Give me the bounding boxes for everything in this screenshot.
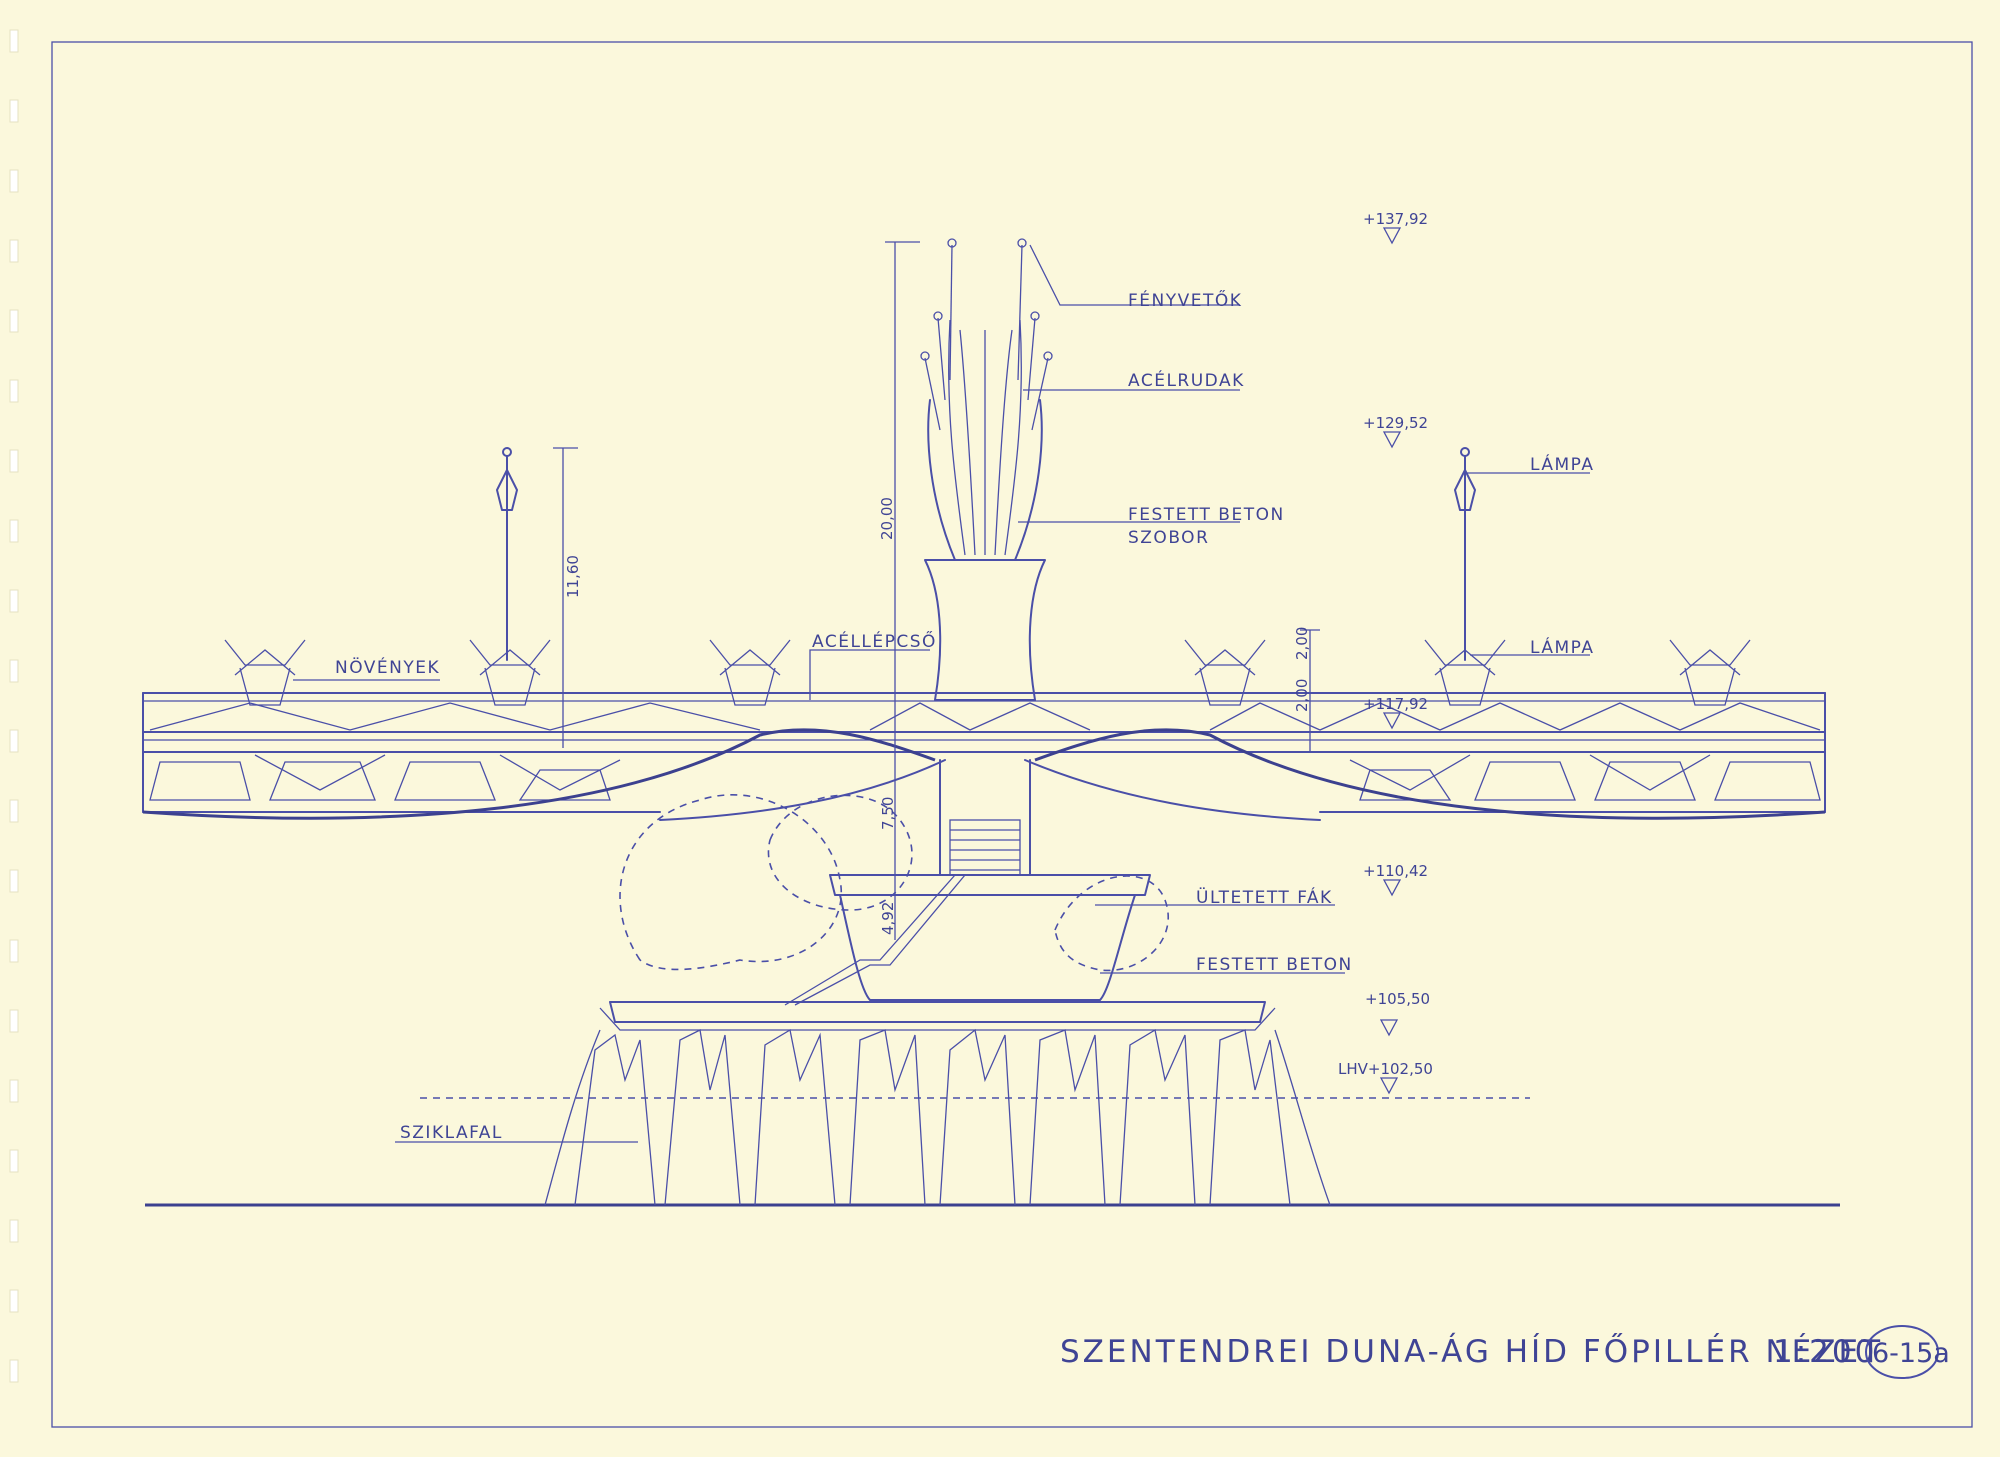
- level-markers: [1379, 227, 1402, 1095]
- planted-trees: [619, 794, 1169, 972]
- level-sculpture: +129,52: [1363, 414, 1428, 432]
- binding-holes: [9, 29, 19, 1383]
- dimension-lines: [553, 241, 1320, 940]
- dim-pier-upper: 7,50: [879, 797, 897, 830]
- sheet-border: [51, 41, 1973, 1428]
- label-festett-beton-2: FESTETT BETON: [1196, 955, 1353, 975]
- label-acellepcso: ACÉLLÉPCSŐ: [812, 630, 937, 652]
- sculpture: [920, 238, 1053, 701]
- label-acelrudak: ACÉLRUDAK: [1128, 369, 1245, 391]
- dim-lamp-height: 11,60: [564, 555, 582, 598]
- label-lampa-top: LÁMPA: [1530, 453, 1594, 475]
- dim-railing-a: 2,00: [1293, 627, 1311, 660]
- drawing-title: SZENTENDREI DUNA-ÁG HÍD FŐPILLÉR NÉZET: [1060, 1333, 1883, 1370]
- sheet-number: 6-15a: [1872, 1338, 1950, 1369]
- level-water: LHV+102,50: [1338, 1060, 1433, 1078]
- level-deck: +117,92: [1363, 695, 1428, 713]
- dim-pier-lower: 4,92: [879, 902, 897, 935]
- level-top: +137,92: [1363, 210, 1428, 228]
- drawing-scale: 1:200: [1773, 1334, 1877, 1370]
- pier: [599, 759, 1276, 1031]
- lamp-post-right: [1454, 447, 1476, 661]
- label-fenyvetok: FÉNYVETŐK: [1128, 289, 1242, 311]
- dim-railing-b: 2,00: [1293, 679, 1311, 712]
- bridge-deck: [142, 692, 1826, 821]
- label-ultetett-fak: ÜLTETETT FÁK: [1196, 886, 1333, 908]
- leader-lines: [293, 244, 1590, 1143]
- sheet-number-badge: [1865, 1325, 1939, 1379]
- dim-sculpture-height: 20,00: [878, 497, 896, 540]
- label-festett-beton: FESTETT BETON: [1128, 505, 1285, 525]
- level-plinth: +105,50: [1365, 990, 1430, 1008]
- label-novenyek: NÖVÉNYEK: [335, 656, 440, 678]
- level-base: +110,42: [1363, 862, 1428, 880]
- lamp-post-left: [496, 447, 518, 661]
- planters: [224, 639, 1751, 706]
- label-lampa-deck: LÁMPA: [1530, 636, 1594, 658]
- label-szobor: SZOBOR: [1128, 528, 1209, 548]
- label-sziklafal: SZIKLAFAL: [400, 1123, 503, 1143]
- rock-wall: [544, 1028, 1331, 1206]
